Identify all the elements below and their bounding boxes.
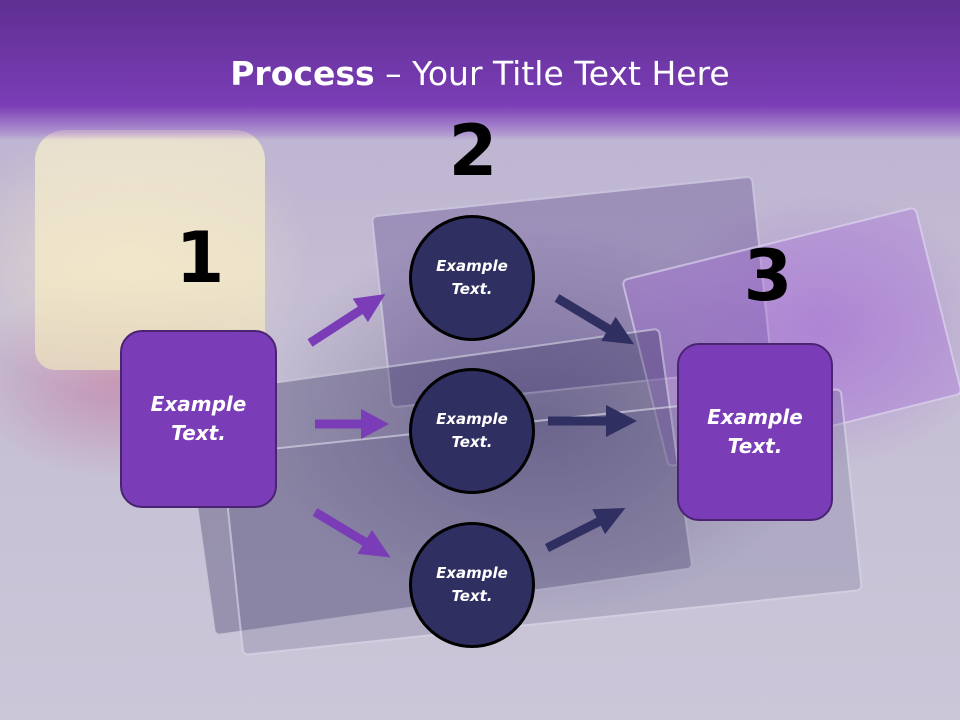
circle-top-text: Example Text. [436, 257, 508, 298]
left-box: Example Text. [120, 330, 277, 508]
slide-title: Process – Your Title Text Here [0, 52, 960, 96]
circle-top: Example Text. [409, 215, 535, 341]
title-rest: – Your Title Text Here [374, 54, 730, 93]
circle-middle-text: Example Text. [436, 410, 508, 451]
right-box: Example Text. [677, 343, 833, 521]
step-number-3: 3 [743, 235, 793, 317]
circle-bottom-text: Example Text. [436, 564, 508, 605]
right-box-text: Example Text. [707, 405, 803, 458]
title-band [0, 0, 960, 140]
circle-middle: Example Text. [409, 368, 535, 494]
step-number-2: 2 [448, 110, 498, 192]
left-box-text: Example Text. [150, 392, 247, 445]
circle-bottom: Example Text. [409, 522, 535, 648]
title-bold: Process [230, 54, 375, 93]
step-number-1: 1 [175, 217, 225, 299]
